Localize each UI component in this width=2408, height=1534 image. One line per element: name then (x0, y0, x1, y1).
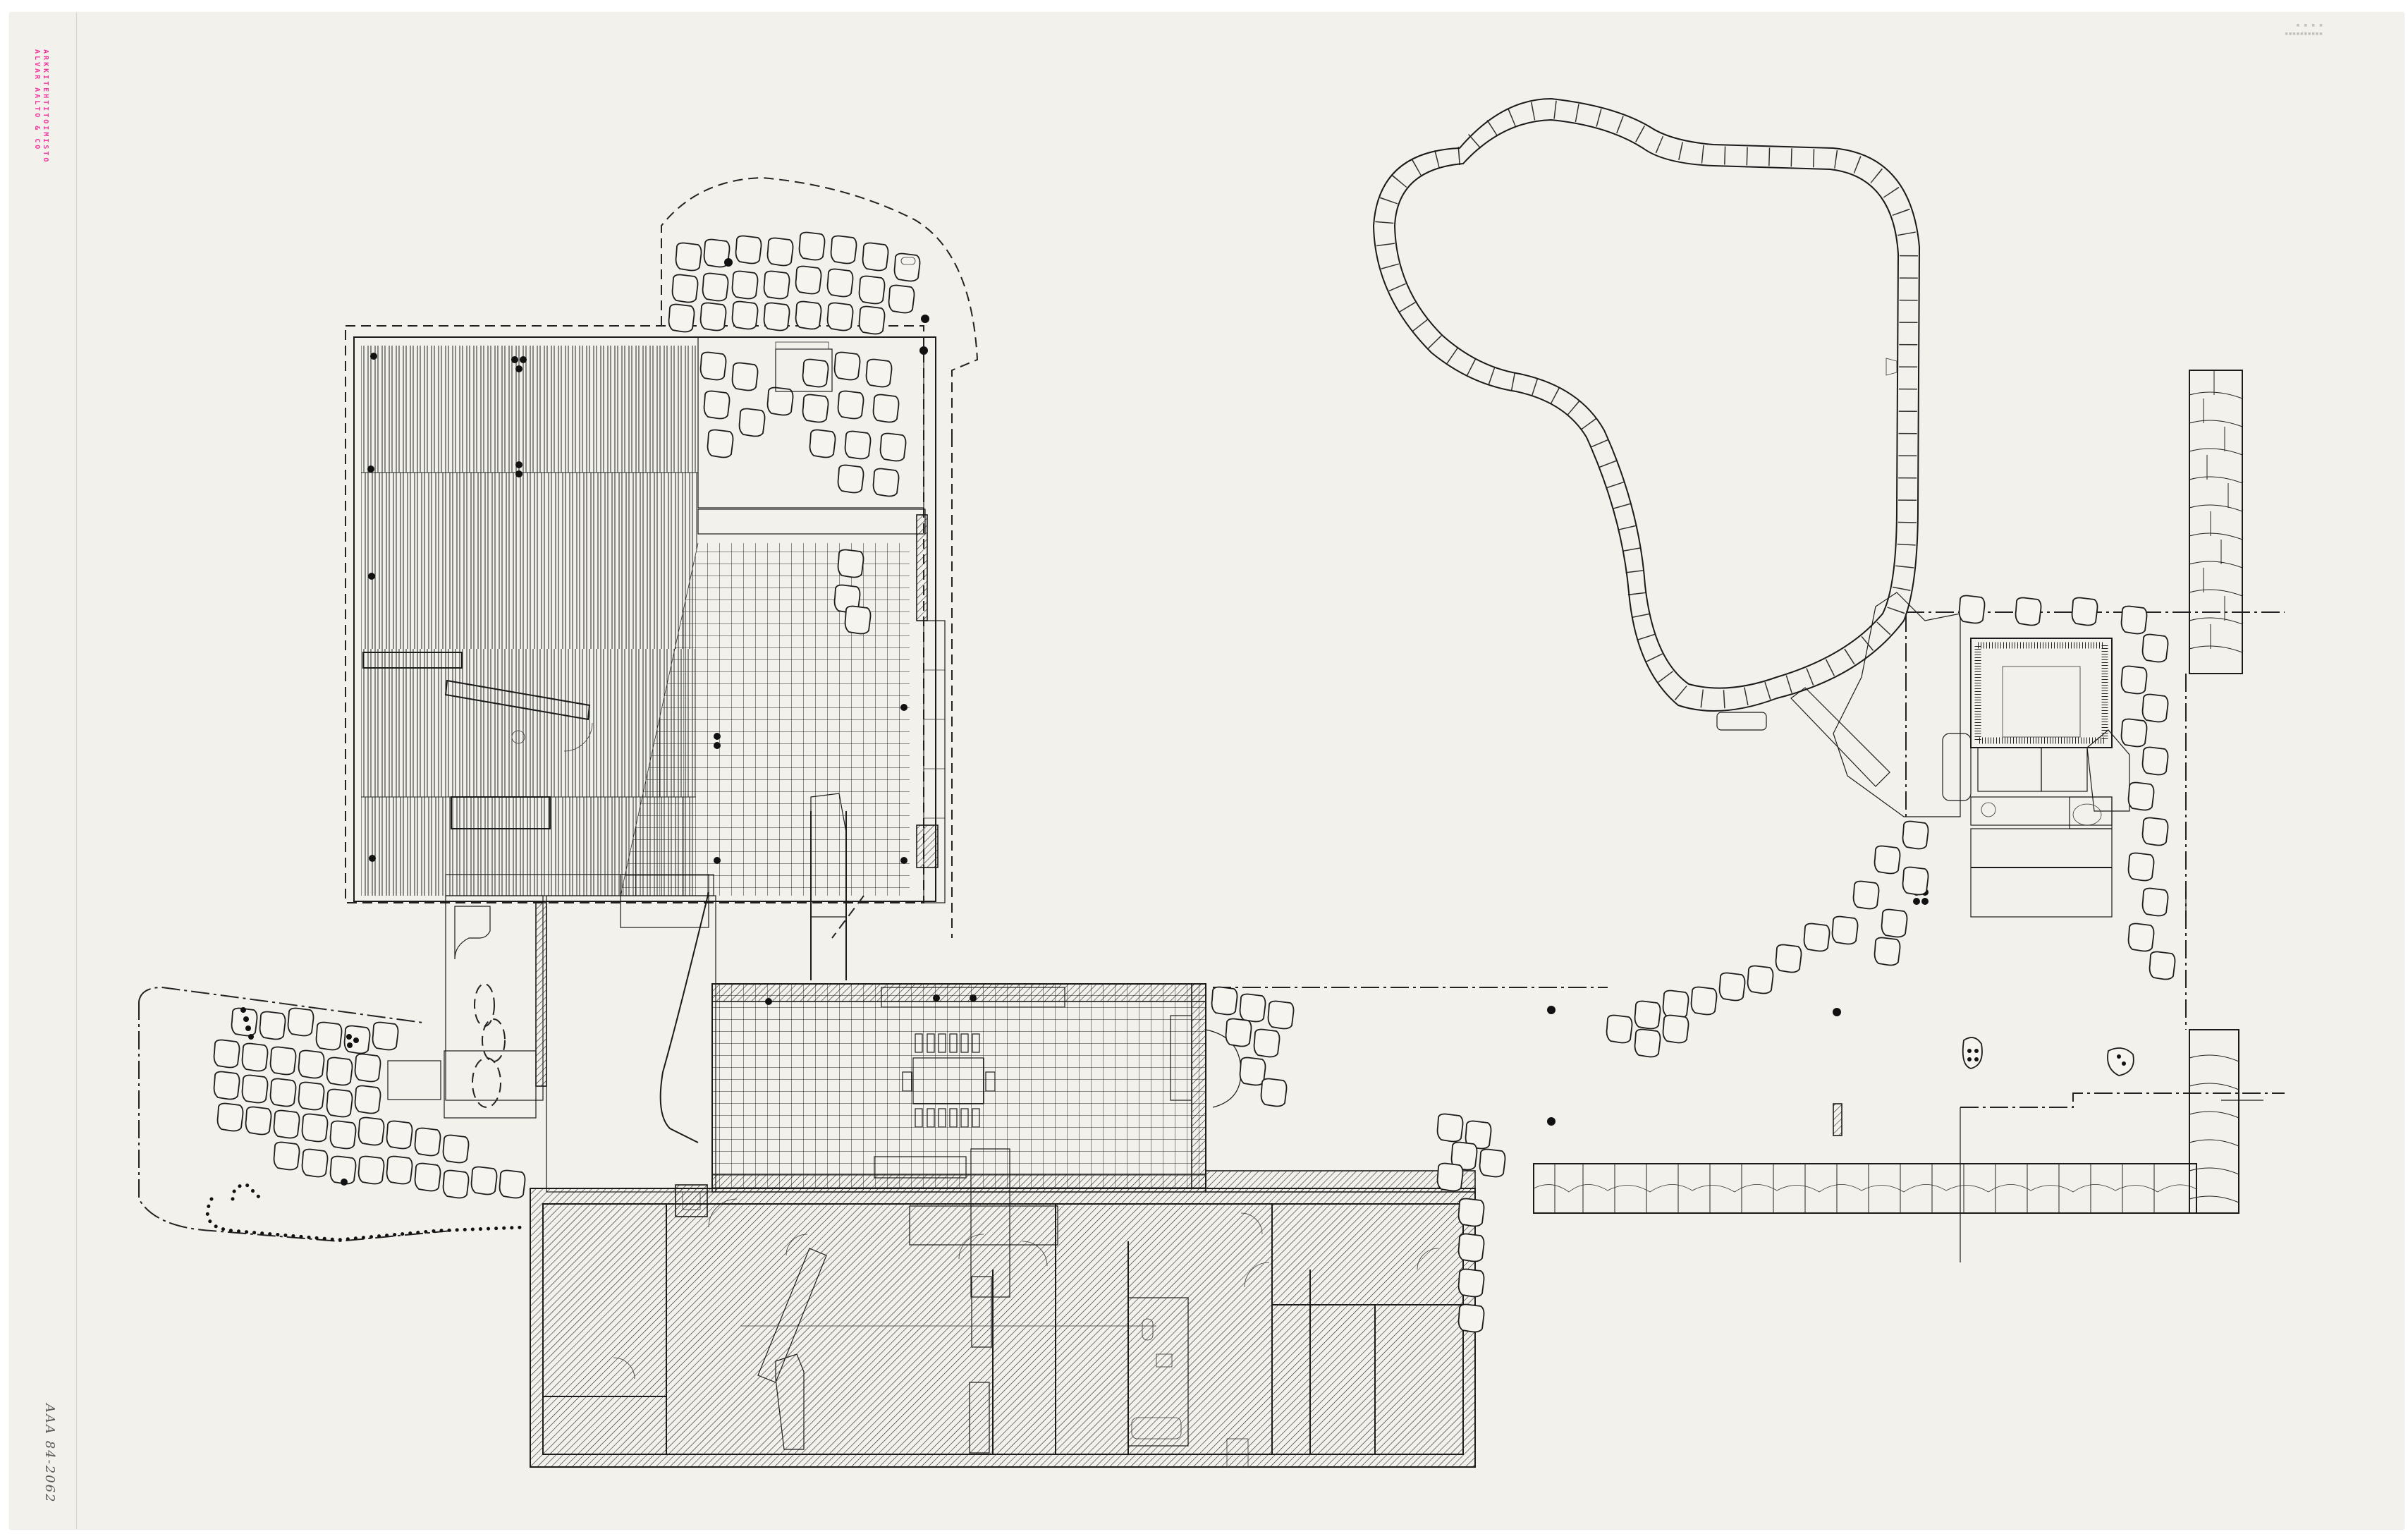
sauna-flagstones (1606, 595, 2176, 1058)
stamp-line-1: ARKKITEHTITOIMISTO (42, 49, 49, 164)
sheet-fold-line (76, 13, 77, 1529)
pool (1372, 97, 1921, 731)
courtyard-stone-wall (1533, 370, 2243, 1214)
living-room (345, 325, 936, 903)
archive-note: AAA 84-2062 (42, 1404, 57, 1504)
winter-garden (661, 176, 979, 635)
hall-east-windows (916, 620, 946, 903)
service-wing (530, 1148, 1476, 1468)
dining-room (711, 983, 1242, 1193)
architect-stamp: ARKKITEHTITOIMISTO ALVAR AALTO & CO (32, 49, 49, 164)
dining-table (912, 1057, 984, 1104)
stamp-line-2: ALVAR AALTO & CO (33, 49, 41, 152)
curved-wall (659, 891, 709, 1143)
dining-chairs (902, 1033, 996, 1128)
entrance-block (387, 874, 714, 1119)
entrance-garden (138, 986, 527, 1243)
hall-stair (810, 793, 864, 980)
courtyard (1211, 986, 2285, 1333)
entrance-hall-floor (546, 895, 716, 1193)
